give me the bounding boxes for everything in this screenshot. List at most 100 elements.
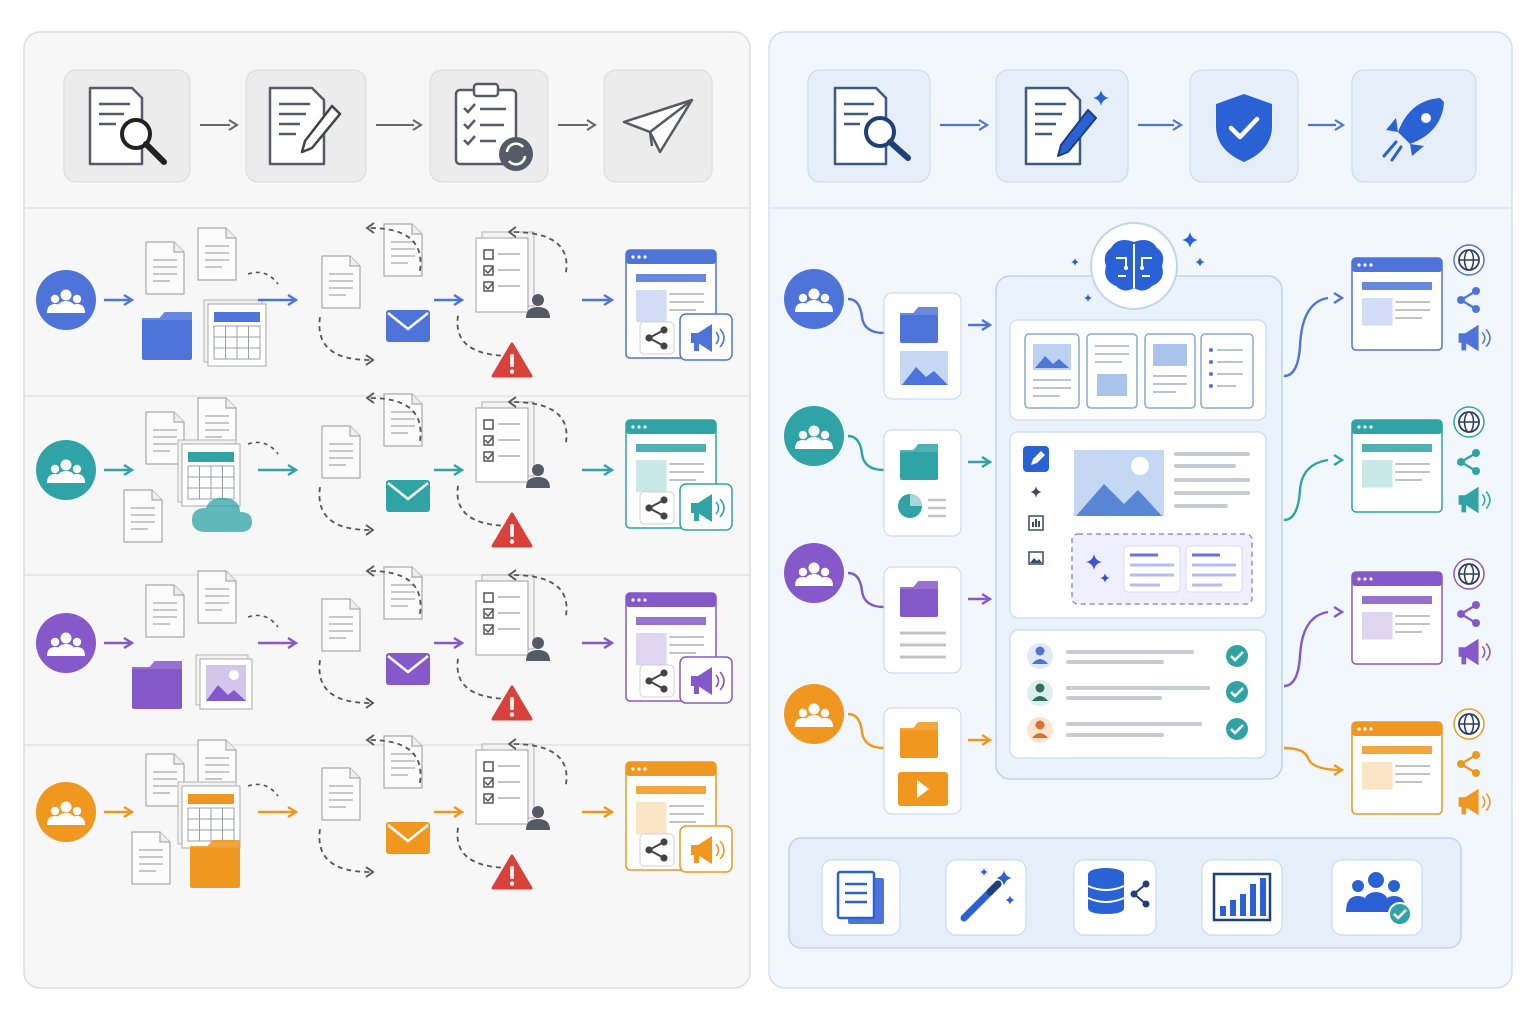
- dashed-link: [247, 271, 279, 285]
- right-stage-3: [1189, 69, 1299, 183]
- globe-icon: [1453, 558, 1485, 590]
- flow-arrow: [434, 805, 465, 819]
- dashed-link: [247, 441, 279, 455]
- document-icon: [197, 570, 237, 624]
- check-circle-icon: [1226, 645, 1248, 667]
- tool-analytics[interactable]: [1201, 859, 1283, 936]
- left-stage-2: [245, 69, 367, 183]
- channel-icons: [1453, 244, 1491, 352]
- flow-arrow: [258, 636, 299, 650]
- flow-arrow: [968, 592, 993, 606]
- right-lane-purple: [784, 543, 1491, 688]
- clipboard-checklist-sync-icon: [454, 82, 533, 171]
- flow-arrow: [434, 293, 465, 307]
- checklist-icon: [475, 574, 535, 656]
- folder-icon: [190, 840, 240, 888]
- document-icon: [383, 223, 423, 277]
- tool-magic[interactable]: [945, 859, 1027, 936]
- connector-line: [847, 434, 885, 472]
- flow-arrow: [968, 455, 993, 469]
- flow-arrow: [582, 293, 615, 307]
- folder-icon: [900, 307, 938, 343]
- flow-arrow: [104, 805, 135, 819]
- cycle-arrow: [456, 315, 513, 357]
- arrowhead: [507, 226, 517, 238]
- magic-wand-icon: [960, 868, 1015, 922]
- approver-row: [1027, 717, 1248, 743]
- cycle-arrow: [511, 574, 568, 616]
- ai-suggestion-panel[interactable]: [1071, 533, 1253, 605]
- published-output: [625, 249, 733, 361]
- image-tool-icon[interactable]: [1028, 551, 1044, 565]
- cycle-arrow: [511, 743, 568, 785]
- left-stage-arrow-3: [558, 119, 597, 131]
- flow-arrow: [582, 805, 615, 819]
- arrowhead: [365, 734, 375, 746]
- document-icon: [145, 584, 185, 638]
- channel-icons: [1453, 406, 1491, 514]
- document-icon: [321, 767, 361, 821]
- flow-arrow: [434, 463, 465, 477]
- review-stage: [456, 738, 568, 890]
- connector-line: [847, 297, 885, 335]
- right-stage-arrow-1: [940, 119, 990, 131]
- template-card: [1024, 333, 1080, 409]
- arrowhead: [365, 697, 375, 709]
- document-edit-icon: [268, 86, 342, 166]
- check-circle-icon: [1226, 681, 1248, 703]
- check-circle-icon: [1226, 718, 1248, 740]
- tool-documents[interactable]: [821, 859, 901, 936]
- ai-brain-icon: [1104, 240, 1164, 291]
- cycle-arrow: [318, 659, 371, 704]
- team-avatar: [784, 543, 844, 603]
- cycle-arrow: [511, 401, 568, 443]
- cycle-arrow: [369, 397, 422, 442]
- arrowhead: [507, 396, 517, 408]
- asset-card: [883, 566, 962, 674]
- share-icon: [1457, 449, 1480, 475]
- left-stage-arrow-1: [200, 119, 239, 131]
- web-page-preview: [1351, 419, 1443, 513]
- text-lines-icon: [900, 631, 946, 659]
- cycle-arrow: [369, 227, 422, 272]
- document-icon: [321, 255, 361, 309]
- image-icon: [900, 351, 948, 385]
- left-lane-orange: [36, 734, 733, 890]
- team-avatar: [784, 269, 844, 329]
- flow-arrow: [104, 293, 135, 307]
- connector-line: [847, 571, 885, 609]
- review-stage: [456, 569, 568, 721]
- right-stage-arrow-2: [1138, 119, 1184, 131]
- flow-arrow: [104, 463, 135, 477]
- share-icon: [1457, 287, 1480, 313]
- arrowhead: [1333, 763, 1345, 777]
- share-icon: [1457, 751, 1480, 777]
- assets-cluster: [131, 739, 241, 888]
- cycle-arrow: [318, 316, 371, 361]
- revision-cycle: [318, 222, 430, 366]
- document-icon: [383, 393, 423, 447]
- asset-card: [883, 292, 962, 400]
- arrowhead: [365, 354, 375, 366]
- checklist-icon: [475, 743, 535, 825]
- share-icon: [1457, 601, 1480, 627]
- megaphone-icon: [1458, 486, 1491, 514]
- document-icon: [383, 735, 423, 789]
- right-stage-header: [807, 69, 1477, 183]
- cycle-arrow: [369, 570, 422, 615]
- approver-row: [1027, 643, 1248, 669]
- envelope-icon: [386, 480, 430, 512]
- spreadsheet-icon: [177, 781, 241, 849]
- megaphone-icon: [691, 667, 725, 695]
- right-lane-teal: [784, 406, 1491, 537]
- megaphone-icon: [1458, 324, 1491, 352]
- tool-team[interactable]: [1331, 859, 1423, 936]
- flow-arrow: [258, 293, 299, 307]
- chart-tool-icon[interactable]: [1028, 515, 1044, 531]
- template-gallery: [1009, 319, 1267, 421]
- tool-database[interactable]: [1073, 859, 1157, 936]
- output-connector: [1283, 610, 1329, 688]
- video-play-icon: [898, 772, 948, 806]
- rocket-icon: [1382, 98, 1444, 162]
- left-stage-4: [603, 69, 713, 183]
